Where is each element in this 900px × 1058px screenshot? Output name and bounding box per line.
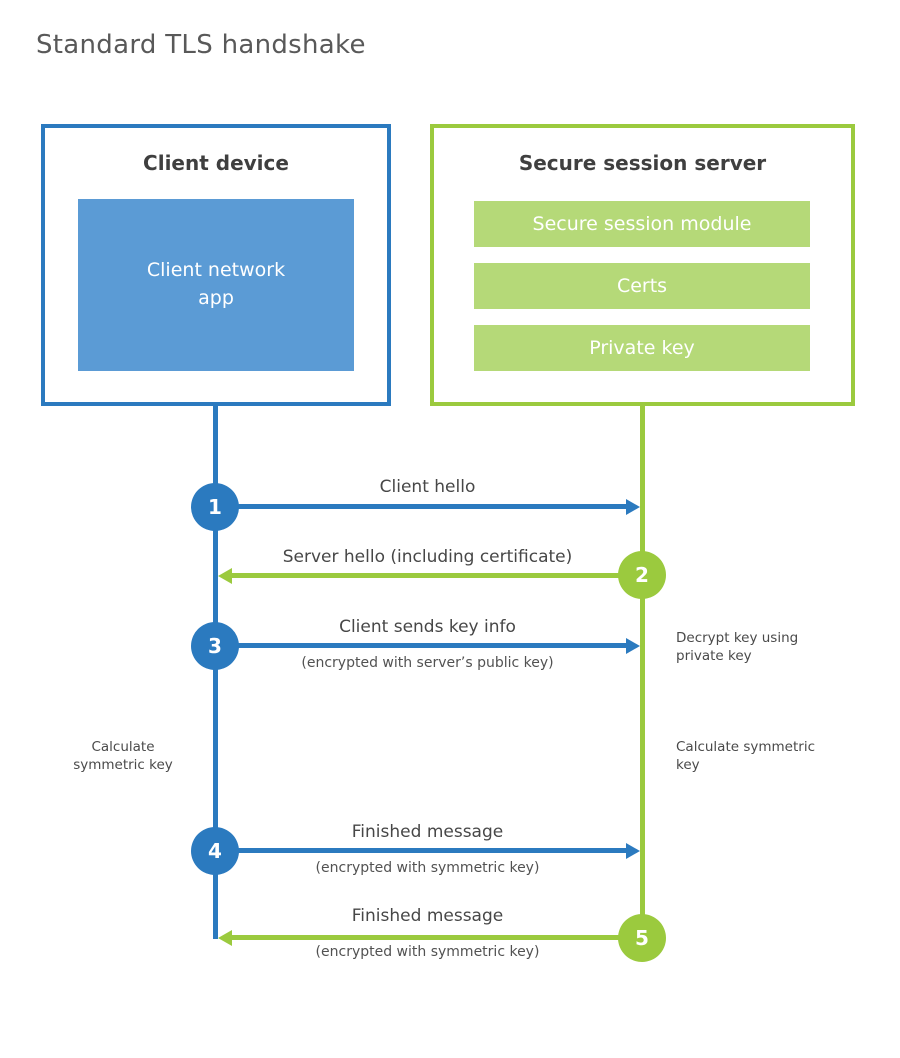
- step-2-number: 2: [635, 563, 649, 587]
- step-4-number: 4: [208, 839, 222, 863]
- server-module-secure-session-module: Secure session module: [474, 201, 810, 247]
- step-3-circle: 3: [191, 622, 239, 670]
- step-4-circle: 4: [191, 827, 239, 875]
- step-4-sublabel: (encrypted with symmetric key): [315, 860, 540, 876]
- step-5-label: Finished message: [351, 906, 504, 926]
- server-module-private-key: Private key: [474, 325, 810, 371]
- server-module-certs: Certs: [474, 263, 810, 309]
- step-2-arrow-line: [232, 573, 642, 578]
- client-network-app-label: Client network app: [146, 259, 286, 309]
- page-title: Standard TLS handshake: [36, 30, 366, 60]
- step-2-arrowhead-icon: [218, 568, 232, 584]
- client-network-app-box: Client network app: [78, 199, 354, 371]
- step-5-number: 5: [635, 926, 649, 950]
- step-4-arrow-line: [215, 848, 627, 853]
- step-3-label: Client sends key info: [339, 617, 516, 637]
- step-1-arrowhead-icon: [626, 499, 640, 515]
- step-3-arrow-line: [215, 643, 627, 648]
- step-3-sublabel: (encrypted with server’s public key): [301, 655, 554, 671]
- step-1-arrow-line: [215, 504, 627, 509]
- step-3-arrowhead-icon: [626, 638, 640, 654]
- step-3-number: 3: [208, 634, 222, 658]
- note-decrypt-key: Decrypt key using private key: [676, 630, 799, 664]
- step-5-arrowhead-icon: [218, 930, 232, 946]
- step-4-arrowhead-icon: [626, 843, 640, 859]
- step-5-sublabel: (encrypted with symmetric key): [315, 944, 540, 960]
- step-4-label: Finished message: [351, 822, 504, 842]
- note-calculate-symmetric-key-server: Calculate symmetric key: [676, 739, 815, 773]
- client-device-header: Client device: [143, 151, 289, 175]
- client-lifeline: [213, 406, 218, 939]
- step-5-arrow-line: [232, 935, 642, 940]
- step-1-circle: 1: [191, 483, 239, 531]
- step-1-label: Client hello: [379, 477, 476, 497]
- step-2-label: Server hello (including certificate): [282, 547, 573, 567]
- server-header: Secure session server: [518, 151, 767, 175]
- step-1-number: 1: [208, 495, 222, 519]
- step-2-circle: 2: [618, 551, 666, 599]
- step-5-circle: 5: [618, 914, 666, 962]
- note-calculate-symmetric-key-client: Calculate symmetric key: [73, 739, 173, 773]
- server-lifeline: [640, 406, 645, 956]
